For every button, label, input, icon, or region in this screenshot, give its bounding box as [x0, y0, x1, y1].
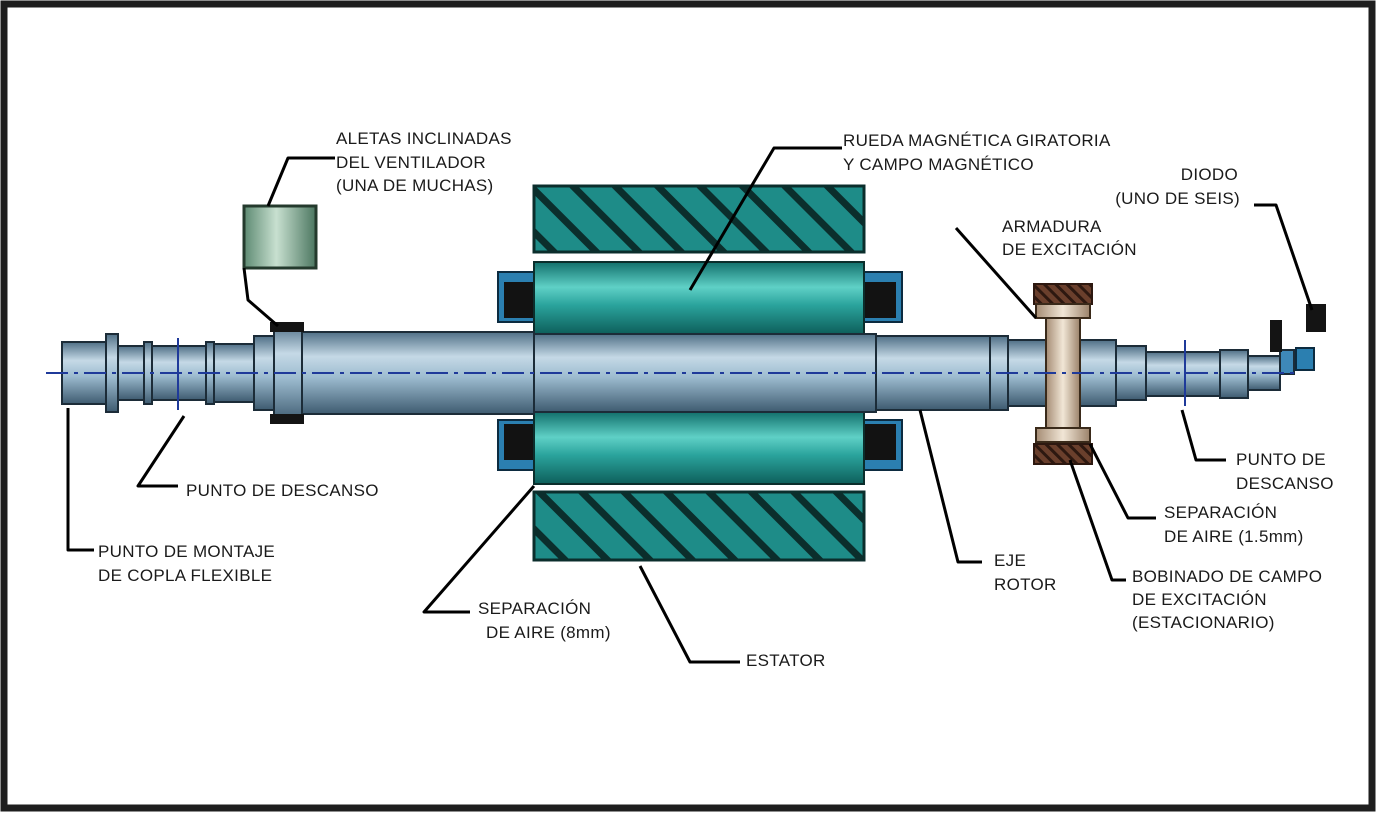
- label-bearing-right: PUNTO DE DESCANSO: [1236, 450, 1334, 493]
- label-exciter-armature-line-2: DE EXCITACIÓN: [1002, 240, 1137, 259]
- label-rotor-wheel-line-2: Y CAMPO MAGNÉTICO: [843, 155, 1034, 174]
- label-coupling-line-1: PUNTO DE MONTAJE: [98, 542, 275, 561]
- label-exciter-armature: ARMADURA DE EXCITACIÓN: [1002, 217, 1137, 259]
- label-exciter-field-line-3: (ESTACIONARIO): [1132, 613, 1275, 632]
- label-rotor-shaft-line-2: ROTOR: [994, 575, 1057, 594]
- label-exciter-field-line-1: BOBINADO DE CAMPO: [1132, 567, 1322, 586]
- label-rotor-wheel-line-1: RUEDA MAGNÉTICA GIRATORIA: [843, 131, 1111, 150]
- label-rotor-shaft: EJE ROTOR: [994, 551, 1057, 594]
- label-air-gap-main: SEPARACIÓN DE AIRE (8mm): [478, 599, 611, 642]
- label-exciter-field-line-2: DE EXCITACIÓN: [1132, 590, 1267, 609]
- label-rotor-wheel: RUEDA MAGNÉTICA GIRATORIA Y CAMPO MAGNÉT…: [843, 131, 1111, 174]
- label-bearing-right-line-1: PUNTO DE: [1236, 450, 1326, 469]
- fan-blade: [242, 204, 318, 270]
- label-exciter-armature-line-1: ARMADURA: [1002, 217, 1102, 236]
- label-coupling-line-2: DE COPLA FLEXIBLE: [98, 566, 272, 585]
- diode: [1270, 304, 1326, 371]
- label-coupling: PUNTO DE MONTAJE DE COPLA FLEXIBLE: [98, 542, 275, 585]
- label-fan-line-2: DEL VENTILADOR: [336, 153, 486, 172]
- label-bearing-left-line-1: PUNTO DE DESCANSO: [186, 481, 379, 500]
- label-air-gap-exciter-line-1: SEPARACIÓN: [1164, 503, 1277, 522]
- label-air-gap-main-line-1: SEPARACIÓN: [478, 599, 591, 618]
- label-bearing-left: PUNTO DE DESCANSO: [186, 481, 379, 500]
- label-fan-line-1: ALETAS INCLINADAS: [336, 129, 512, 148]
- label-exciter-field: BOBINADO DE CAMPO DE EXCITACIÓN (ESTACIO…: [1132, 567, 1322, 632]
- label-rotor-shaft-line-1: EJE: [994, 551, 1026, 570]
- label-stator-line-1: ESTATOR: [746, 651, 826, 670]
- leader-lines: [66, 146, 1314, 664]
- label-diode-line-2: (UNO DE SEIS): [1115, 189, 1240, 208]
- rotor-end-rings: [497, 271, 903, 471]
- label-diode: DIODO (UNO DE SEIS): [1115, 165, 1240, 208]
- label-air-gap-exciter-line-2: DE AIRE (1.5mm): [1164, 527, 1304, 546]
- fan-hub-ring: [270, 322, 304, 424]
- label-fan-line-3: (UNA DE MUCHAS): [336, 176, 494, 195]
- label-bearing-right-line-2: DESCANSO: [1236, 474, 1334, 493]
- label-diode-line-1: DIODO: [1181, 165, 1238, 184]
- stator: [532, 184, 866, 562]
- label-air-gap-main-line-2: DE AIRE (8mm): [486, 623, 611, 642]
- label-stator: ESTATOR: [746, 651, 826, 670]
- label-air-gap-exciter: SEPARACIÓN DE AIRE (1.5mm): [1164, 503, 1304, 546]
- label-fan: ALETAS INCLINADAS DEL VENTILADOR (UNA DE…: [336, 129, 512, 195]
